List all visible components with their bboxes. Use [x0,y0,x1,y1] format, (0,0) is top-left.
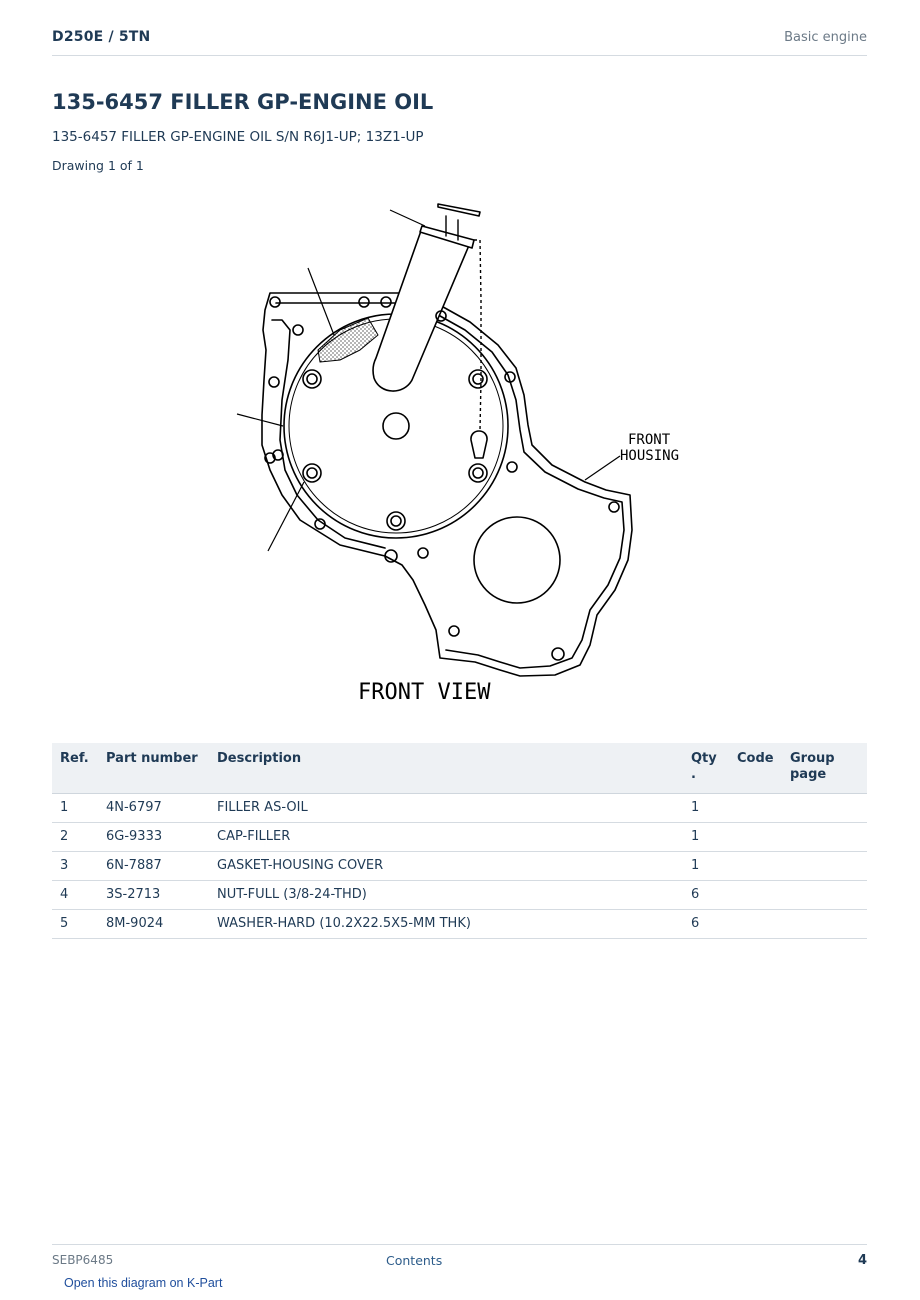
cell-group-page [782,909,867,939]
section-label: Basic engine [784,30,867,45]
cell-part-number: 6G-9333 [98,822,209,852]
gasket [317,317,379,363]
cell-code [729,851,782,881]
table-row: 3 6N-7887 GASKET-HOUSING COVER 1 [52,851,867,881]
cell-code [729,822,782,852]
cell-ref: 1 [52,793,98,823]
page-number: 4 [857,1253,867,1268]
table-row: 2 6G-9333 CAP-FILLER 1 [52,822,867,852]
cell-description: WASHER-HARD (10.2X22.5X5-MM THK) [209,909,683,939]
front-housing-label-line2: HOUSING [620,448,679,464]
col-header-code: Code [729,743,782,794]
cell-group-page [782,822,867,852]
doc-code: SEBP6485 [52,1253,114,1267]
cell-group-page [782,880,867,910]
table-header-row: Ref. Part number Description Qty. Code G… [52,743,867,794]
drawing-count: Drawing 1 of 1 [52,158,144,173]
cell-code [729,880,782,910]
col-header-group-line2: page [790,767,827,782]
cell-description: NUT-FULL (3/8-24-THD) [209,880,683,910]
center-hole [382,412,410,440]
col-header-ref: Ref. [52,743,98,794]
contents-link[interactable]: Contents [386,1253,443,1268]
open-in-kpart-link[interactable]: Open this diagram on K-Part [64,1276,223,1290]
col-header-qty-line2: . [691,767,696,782]
cell-qty: 6 [683,909,729,939]
dipstick-chain [474,239,482,431]
cell-ref: 5 [52,909,98,939]
cell-ref: 3 [52,851,98,881]
cell-code [729,793,782,823]
parts-table: Ref. Part number Description Qty. Code G… [52,743,867,939]
cell-qty: 1 [683,822,729,852]
cell-code [729,909,782,939]
cell-description: CAP-FILLER [209,822,683,852]
filler-tube [372,227,471,392]
filler-cap [419,225,475,249]
cell-qty: 1 [683,793,729,823]
col-header-qty: Qty. [683,743,729,794]
cell-part-number: 4N-6797 [98,793,209,823]
cell-group-page [782,793,867,823]
cell-part-number: 8M-9024 [98,909,209,939]
table-row: 4 3S-2713 NUT-FULL (3/8-24-THD) 6 [52,880,867,910]
col-header-part-number: Part number [98,743,209,794]
cell-qty: 6 [683,880,729,910]
cell-part-number: 3S-2713 [98,880,209,910]
dipstick-tab [470,430,488,459]
col-header-description: Description [209,743,683,794]
page-footer: SEBP6485 Contents 4 [52,1244,867,1271]
col-header-qty-line1: Qty [691,751,717,766]
model-label: D250E / 5TN [52,29,151,45]
front-housing-label-line1: FRONT [628,432,671,448]
page-header: D250E / 5TN Basic engine [52,28,867,56]
cell-part-number: 6N-7887 [98,851,209,881]
crank-bore [473,516,561,604]
table-row: 5 8M-9024 WASHER-HARD (10.2X22.5X5-MM TH… [52,909,867,939]
parts-diagram: FRONT HOUSING FRONT VIEW [225,190,695,710]
cell-description: GASKET-HOUSING COVER [209,851,683,881]
cell-ref: 2 [52,822,98,852]
table-row: 1 4N-6797 FILLER AS-OIL 1 [52,793,867,823]
cell-group-page [782,851,867,881]
front-view-title: FRONT VIEW [358,680,491,705]
cell-description: FILLER AS-OIL [209,793,683,823]
cell-qty: 1 [683,851,729,881]
cell-ref: 4 [52,880,98,910]
page-title: 135-6457 FILLER GP-ENGINE OIL [52,90,434,114]
col-header-group-line1: Group [790,751,835,766]
page-subtitle: 135-6457 FILLER GP-ENGINE OIL S/N R6J1-U… [52,129,424,145]
front-view-drawing: FRONT HOUSING FRONT VIEW [236,203,679,705]
front-housing-outline [261,292,633,677]
